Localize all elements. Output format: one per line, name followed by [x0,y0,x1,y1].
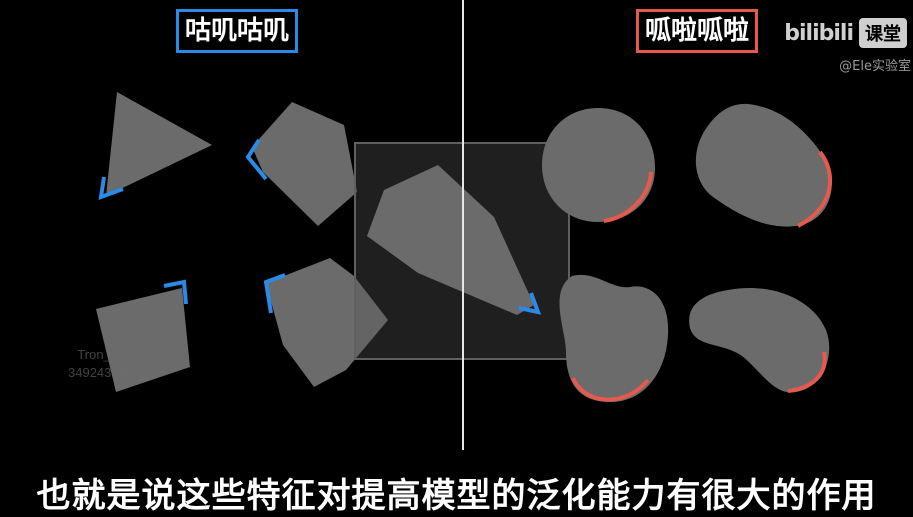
corner-marker [263,273,286,314]
arc-marker [787,351,827,393]
triangle-shape [106,92,212,196]
left-panel-label: 咕叽咕叽 [176,9,299,53]
hexagon-shape [266,258,388,387]
watermark: Tron_《 349243695 [68,346,133,382]
watermark-line-2: 349243695 [68,365,134,380]
corner-marker [245,138,268,181]
kidney-blob [689,287,830,393]
arc-marker [571,377,650,402]
right-panel-label: 呱啦呱啦 [636,9,759,53]
corner-marker [98,176,124,201]
corner-marker [518,292,542,315]
arc-marker [797,150,833,228]
panel-divider [462,0,464,450]
bean-blob [559,274,669,402]
egg-blob [695,103,832,227]
bilibili-logo: bilibili 课堂 [784,18,907,48]
watermark-line-1: Tron_《 [77,347,124,362]
arc-marker [603,171,653,223]
logo-brand: bilibili [784,20,854,46]
kite-shape [367,165,534,315]
corner-marker [163,279,188,305]
pentagon-shape [252,102,357,226]
channel-credit: @Ele实验室 [839,59,911,74]
quad-shape [96,288,190,392]
subtitle-caption: 也就是说这些特征对提高模型的泛化能力有很大的作用 [36,476,877,516]
logo-suffix: 课堂 [859,18,907,48]
circle-blob [542,108,655,222]
